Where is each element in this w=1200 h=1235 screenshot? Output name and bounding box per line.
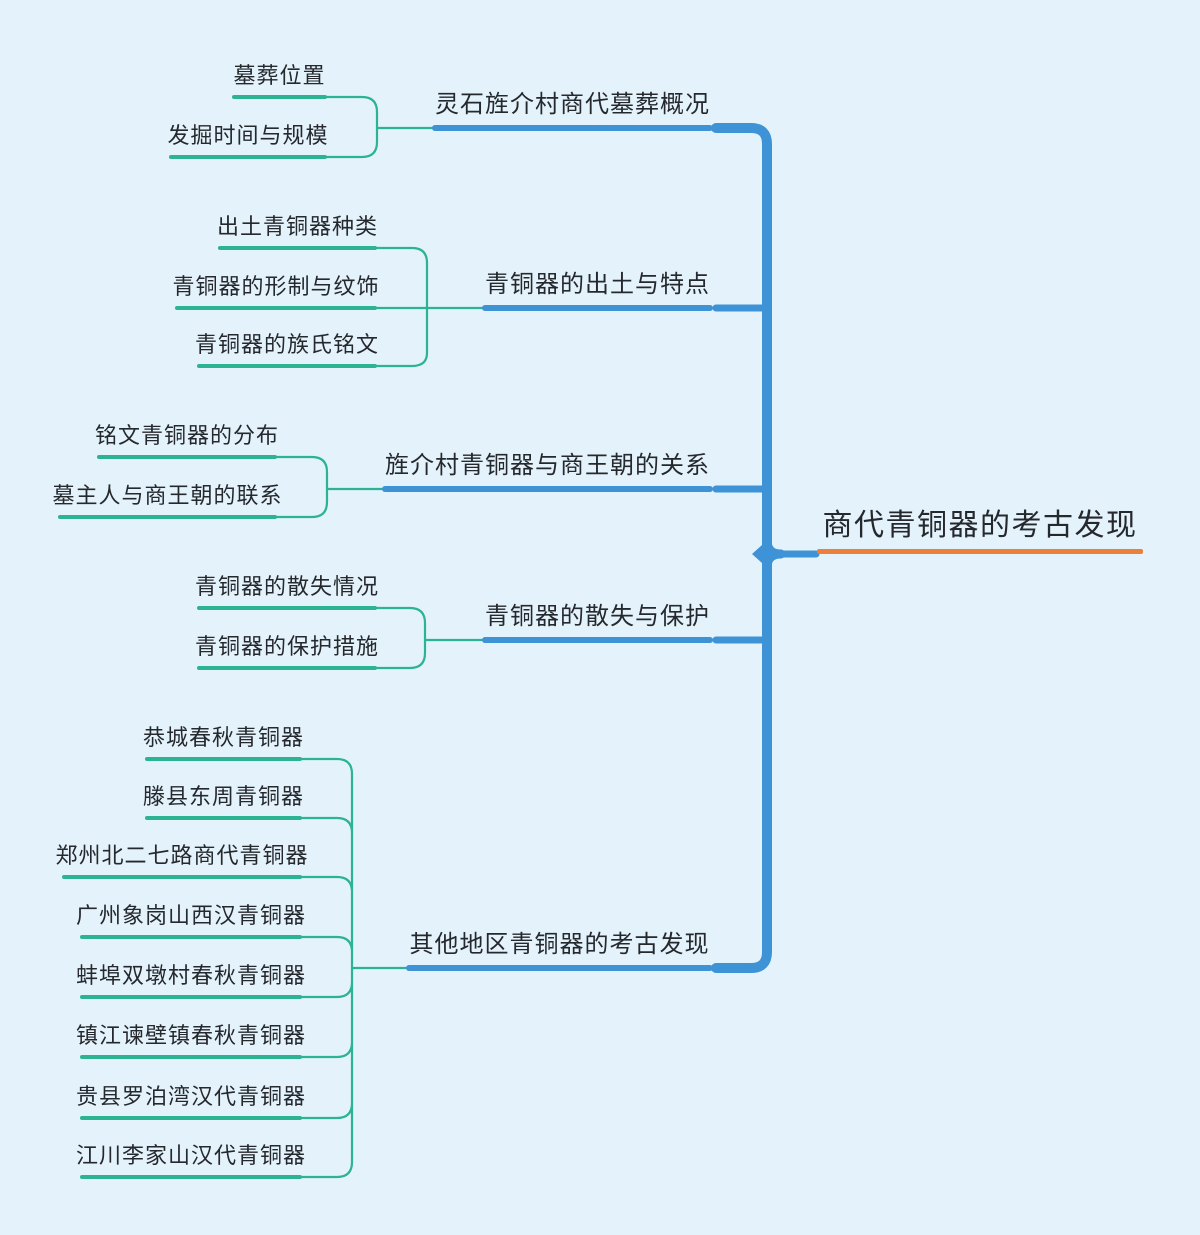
subtopic-5-1[interactable]: 恭城春秋青铜器: [143, 723, 305, 761]
subtopic-3-1[interactable]: 铭文青铜器的分布: [95, 421, 280, 459]
subtopic-1-2[interactable]: 发掘时间与规模: [167, 121, 329, 159]
branch-topic-5[interactable]: 其他地区青铜器的考古发现: [406, 930, 713, 971]
subtopic-5-5[interactable]: 蚌埠双墩村春秋青铜器: [76, 961, 305, 999]
subtopic-underline: [145, 757, 302, 761]
branch-underline: [382, 486, 713, 492]
branch-underline: [482, 637, 713, 643]
root-junction-chevron: [752, 545, 762, 563]
subtopic-5-3[interactable]: 郑州北二七路商代青铜器: [56, 841, 308, 879]
subtopic-underline: [62, 875, 302, 879]
subtopic-label: 广州象岗山西汉青铜器: [76, 903, 307, 928]
subtopic-2-3[interactable]: 青铜器的族氏铭文: [195, 330, 380, 368]
subtopic-underline: [58, 515, 277, 519]
subtopic-1-1[interactable]: 墓葬位置: [232, 61, 327, 99]
branch-underline: [406, 965, 713, 971]
subtopic-4-1[interactable]: 青铜器的散失情况: [195, 572, 380, 610]
subtopic-label: 镇江谏壁镇春秋青铜器: [76, 1023, 307, 1048]
subtopic-label: 郑州北二七路商代青铜器: [55, 843, 309, 868]
branch-underline: [482, 305, 713, 311]
subtopic-4-2[interactable]: 青铜器的保护措施: [195, 632, 380, 670]
branch-topic-label: 青铜器的散失与保护: [485, 603, 710, 630]
subtopic-underline: [80, 1175, 302, 1179]
subtopic-label: 青铜器的形制与纹饰: [172, 274, 380, 299]
branch-topic-label: 其他地区青铜器的考古发现: [409, 931, 710, 958]
subtopic-label: 蚌埠双墩村春秋青铜器: [76, 963, 307, 988]
subtopic-underline: [80, 995, 302, 999]
subtopic-underline: [80, 1116, 302, 1120]
branch1-children-bracket: [325, 95, 436, 159]
subtopic-label: 滕县东周青铜器: [143, 784, 305, 809]
root-topic-label: 商代青铜器的考古发现: [822, 509, 1138, 542]
branch2-children-bracket: [375, 246, 486, 368]
branch-topic-4[interactable]: 青铜器的散失与保护: [482, 602, 713, 643]
subtopic-5-7[interactable]: 贵县罗泊湾汉代青铜器: [76, 1082, 305, 1120]
subtopic-label: 墓葬位置: [233, 63, 326, 88]
subtopic-label: 发掘时间与规模: [167, 123, 329, 148]
subtopic-3-2[interactable]: 墓主人与商王朝的联系: [53, 481, 282, 519]
subtopic-label: 恭城春秋青铜器: [143, 725, 305, 750]
branch-topic-label: 青铜器的出土与特点: [485, 271, 710, 298]
subtopic-underline: [169, 155, 327, 159]
branch-topic-label: 灵石旌介村商代墓葬概况: [435, 91, 710, 118]
subtopic-label: 铭文青铜器的分布: [95, 423, 280, 448]
subtopic-underline: [80, 1055, 302, 1059]
subtopic-underline: [232, 95, 327, 99]
subtopic-label: 墓主人与商王朝的联系: [52, 483, 283, 508]
subtopic-underline: [175, 306, 377, 310]
branch-underline: [432, 125, 713, 131]
subtopic-5-2[interactable]: 滕县东周青铜器: [143, 782, 305, 820]
subtopic-label: 青铜器的散失情况: [195, 574, 380, 599]
subtopic-underline: [197, 666, 377, 670]
subtopic-underline: [80, 935, 302, 939]
subtopic-label: 江川李家山汉代青铜器: [76, 1143, 307, 1168]
subtopic-label: 贵县罗泊湾汉代青铜器: [76, 1084, 307, 1109]
subtopic-label: 出土青铜器种类: [217, 214, 379, 239]
branch-topic-3[interactable]: 旌介村青铜器与商王朝的关系: [382, 451, 713, 492]
subtopic-label: 青铜器的保护措施: [195, 634, 380, 659]
subtopic-underline: [197, 606, 377, 610]
root-underline: [817, 549, 1143, 554]
subtopic-5-8[interactable]: 江川李家山汉代青铜器: [76, 1141, 305, 1179]
subtopic-2-1[interactable]: 出土青铜器种类: [217, 212, 379, 250]
branch4-children-bracket: [375, 606, 486, 670]
subtopic-underline: [97, 455, 277, 459]
subtopic-label: 青铜器的族氏铭文: [195, 332, 380, 357]
branch-topic-1[interactable]: 灵石旌介村商代墓葬概况: [432, 90, 713, 131]
branch-topic-label: 旌介村青铜器与商王朝的关系: [385, 452, 710, 479]
subtopic-5-6[interactable]: 镇江谏壁镇春秋青铜器: [76, 1021, 305, 1059]
root-topic[interactable]: 商代青铜器的考古发现: [817, 507, 1143, 554]
branch3-children-bracket: [275, 455, 386, 519]
subtopic-underline: [145, 816, 302, 820]
subtopic-2-2[interactable]: 青铜器的形制与纹饰: [172, 272, 380, 310]
subtopic-underline: [197, 364, 377, 368]
branch-topic-2[interactable]: 青铜器的出土与特点: [482, 270, 713, 311]
subtopic-underline: [218, 246, 377, 250]
branch5-children-bracket: [300, 757, 410, 1179]
subtopic-5-4[interactable]: 广州象岗山西汉青铜器: [76, 901, 305, 939]
